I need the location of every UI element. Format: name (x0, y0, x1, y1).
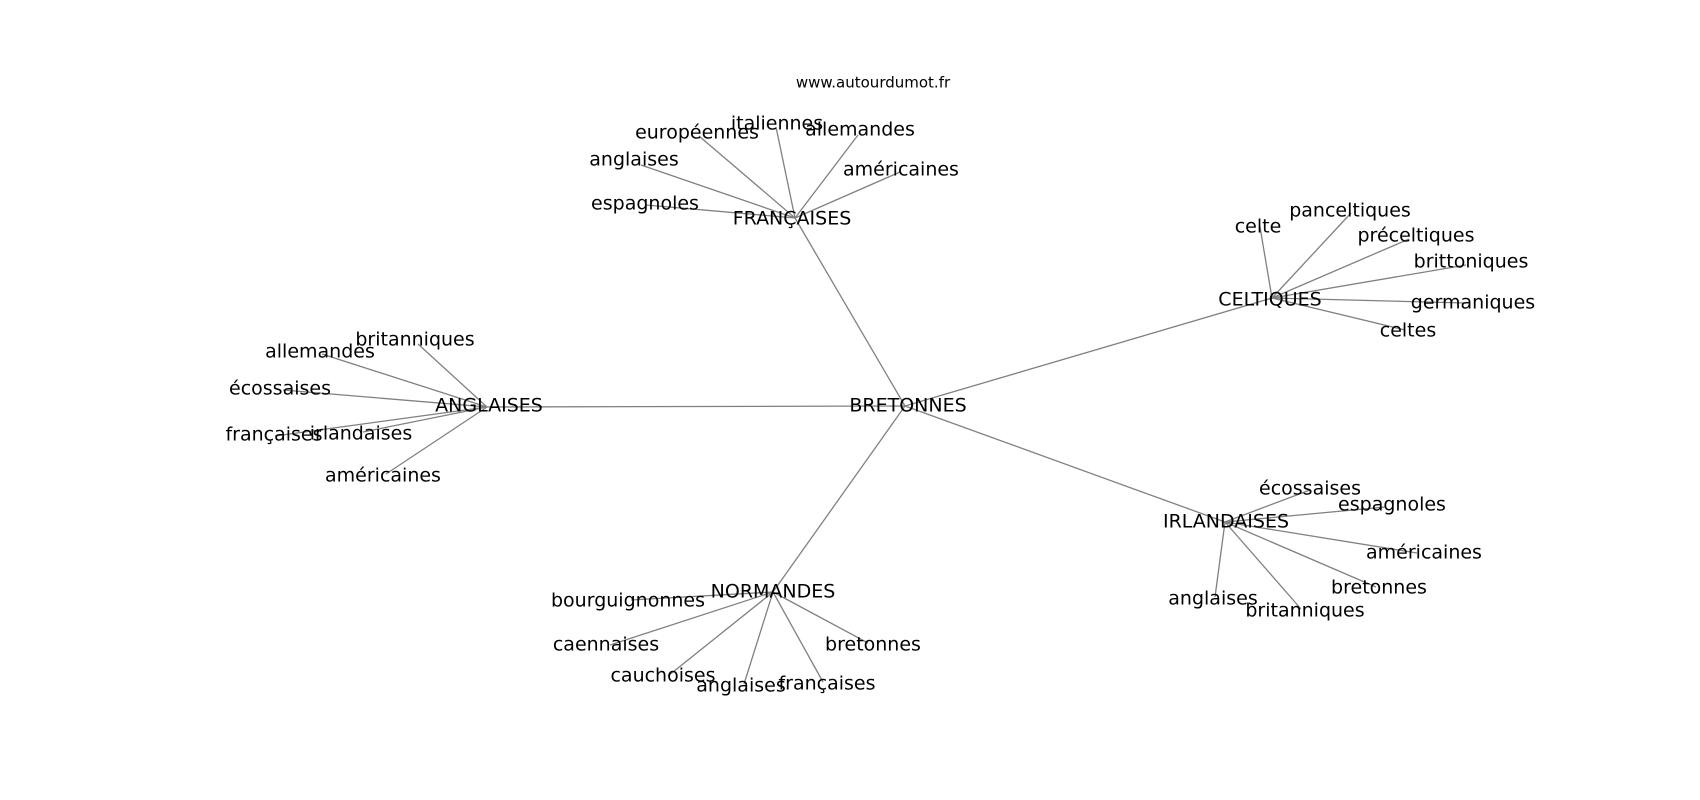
edge-celtiques-leaf-0 (1259, 226, 1273, 299)
edge-irlandaises-leaf-2 (1224, 521, 1418, 554)
node-leaf-normandes-2[interactable]: bretonnes (825, 634, 921, 656)
edge-francaises-leaf-5 (645, 204, 796, 219)
edge-irlandaises-leaf-5 (1224, 521, 1302, 610)
node-leaf-irlandaises-1[interactable]: espagnoles (1338, 494, 1446, 516)
edge-anglaises-leaf-2 (282, 389, 488, 408)
node-leaf-francaises-0[interactable]: européennes (635, 122, 759, 144)
node-leaf-francaises-1[interactable]: italiennes (731, 113, 823, 135)
node-leaf-anglaises-5[interactable]: américaines (325, 465, 441, 487)
node-leaf-celtiques-0[interactable]: celte (1235, 216, 1282, 238)
edge-francaises-leaf-3 (640, 164, 796, 219)
edge-francaises-leaf-2 (794, 134, 859, 219)
edges-layer (274, 126, 1467, 685)
node-leaf-irlandaises-2[interactable]: américaines (1366, 542, 1482, 564)
edge-center-celtiques (904, 297, 1273, 407)
node-leaf-celtiques-5[interactable]: celtes (1380, 320, 1436, 342)
edge-center-normandes (772, 405, 906, 593)
edge-center-irlandaises (904, 405, 1226, 523)
node-leaf-francaises-5[interactable]: espagnoles (591, 193, 699, 215)
edge-celtiques-leaf-2 (1271, 238, 1410, 299)
edge-anglaises-leaf-1 (321, 353, 488, 408)
edge-normandes-leaf-2 (772, 591, 869, 644)
edge-celtiques-leaf-1 (1271, 212, 1352, 299)
watermark-text: www.autourdumot.fr (796, 74, 951, 92)
edge-irlandaises-leaf-1 (1224, 506, 1386, 523)
node-leaf-anglaises-4[interactable]: irlandaises (310, 423, 413, 445)
edge-irlandaises-leaf-4 (1214, 521, 1226, 598)
node-leaf-anglaises-1[interactable]: allemandes (265, 341, 375, 363)
node-leaf-celtiques-2[interactable]: préceltiques (1358, 225, 1475, 247)
edge-celtiques-leaf-5 (1271, 297, 1406, 331)
edge-anglaises-leaf-5 (385, 406, 488, 475)
node-leaf-irlandaises-3[interactable]: bretonnes (1331, 577, 1427, 599)
edge-francaises-leaf-1 (775, 126, 796, 219)
node-leaf-francaises-2[interactable]: allemandes (805, 119, 915, 141)
node-leaf-normandes-1[interactable]: caennaises (553, 634, 659, 656)
edge-francaises-leaf-4 (794, 171, 901, 219)
node-leaf-celtiques-3[interactable]: brittoniques (1414, 251, 1529, 273)
edge-francaises-leaf-0 (698, 135, 796, 219)
labels-layer: BRETONNES FRANÇAISES européennesitaliennes… (225, 113, 1535, 697)
node-leaf-anglaises-2[interactable]: écossaises (229, 378, 331, 400)
edge-center-anglaises (486, 405, 906, 408)
edge-normandes-leaf-5 (772, 591, 824, 683)
node-leaf-normandes-4[interactable]: anglaises (696, 675, 785, 697)
node-leaf-normandes-5[interactable]: françaises (778, 673, 875, 695)
node-hub-anglaises[interactable]: ANGLAISES (435, 395, 543, 417)
edge-anglaises-leaf-4 (362, 406, 488, 433)
node-leaf-irlandaises-5[interactable]: britanniques (1245, 600, 1364, 622)
node-leaf-irlandaises-4[interactable]: anglaises (1168, 588, 1257, 610)
edge-celtiques-leaf-3 (1271, 264, 1467, 299)
edge-celtiques-leaf-4 (1271, 297, 1467, 304)
node-leaf-francaises-3[interactable]: anglaises (589, 149, 678, 171)
edge-normandes-leaf-3 (667, 591, 774, 677)
edge-normandes-leaf-4 (743, 591, 774, 685)
node-leaf-normandes-0[interactable]: bourguignonnes (551, 590, 705, 612)
node-leaf-francaises-4[interactable]: américaines (843, 159, 959, 181)
node-leaf-normandes-3[interactable]: cauchoises (610, 665, 715, 687)
node-leaf-anglaises-0[interactable]: britanniques (355, 329, 474, 351)
edge-center-francaises (794, 217, 906, 407)
edge-normandes-leaf-0 (630, 591, 774, 601)
node-leaf-irlandaises-0[interactable]: écossaises (1259, 478, 1361, 500)
edge-irlandaises-leaf-0 (1224, 489, 1311, 523)
node-hub-francaises[interactable]: FRANÇAISES (733, 208, 852, 230)
node-center[interactable]: BRETONNES (849, 395, 966, 417)
node-hub-celtiques[interactable]: CELTIQUES (1218, 289, 1321, 311)
node-hub-normandes[interactable]: NORMANDES (711, 581, 836, 603)
edge-anglaises-leaf-0 (417, 343, 488, 408)
node-leaf-celtiques-1[interactable]: panceltiques (1289, 200, 1411, 222)
node-leaf-celtiques-4[interactable]: germaniques (1411, 292, 1535, 314)
node-hub-irlandaises[interactable]: IRLANDAISES (1163, 511, 1289, 533)
node-leaf-anglaises-3[interactable]: françaises (225, 424, 322, 446)
edge-anglaises-leaf-3 (274, 406, 488, 437)
edge-irlandaises-leaf-3 (1224, 521, 1377, 588)
edge-normandes-leaf-1 (609, 591, 774, 646)
